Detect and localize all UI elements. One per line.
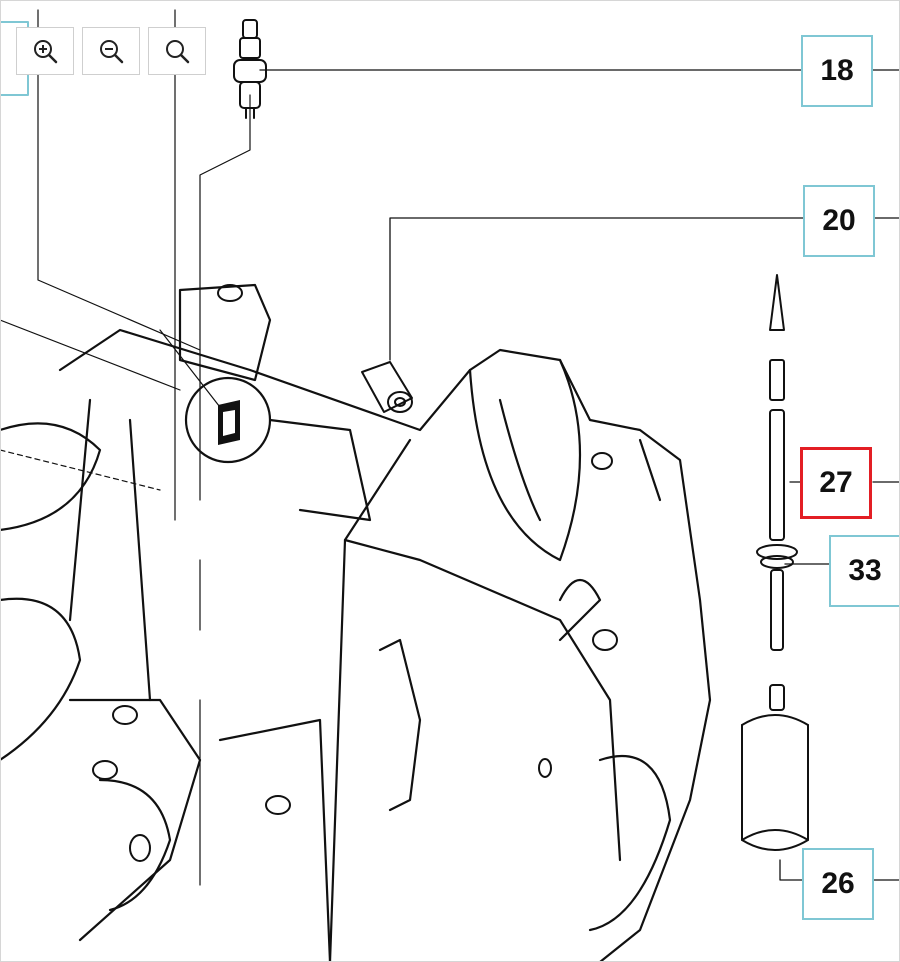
- callout-27-selected[interactable]: 27: [800, 447, 872, 519]
- magnifier-icon: [166, 40, 190, 64]
- zoom-toolbar: [16, 27, 206, 75]
- zoom-in-button[interactable]: [16, 27, 74, 75]
- zoom-reset-button[interactable]: [148, 27, 206, 75]
- part-20-bushing: [361, 361, 413, 413]
- zoom-in-icon: [34, 40, 58, 64]
- callout-27-label: 27: [819, 466, 853, 499]
- callout-26[interactable]: 26: [802, 848, 874, 920]
- callout-18[interactable]: 18: [801, 35, 873, 107]
- filter-pickup-assembly: [741, 274, 809, 851]
- callout-18-label: 18: [820, 54, 854, 87]
- callout-33[interactable]: 33: [829, 535, 900, 607]
- callout-26-label: 26: [821, 867, 855, 900]
- guide-lines: [0, 9, 251, 886]
- zoom-out-button[interactable]: [82, 27, 140, 75]
- callout-20-label: 20: [822, 204, 856, 237]
- housing-holes: [92, 284, 618, 862]
- zoom-out-icon: [100, 40, 124, 64]
- callout-33-label: 33: [848, 554, 882, 587]
- main-housing: [0, 283, 712, 962]
- part-18-fitting: [233, 19, 267, 119]
- callout-20[interactable]: 20: [803, 185, 875, 257]
- dashed-axis: [0, 449, 161, 491]
